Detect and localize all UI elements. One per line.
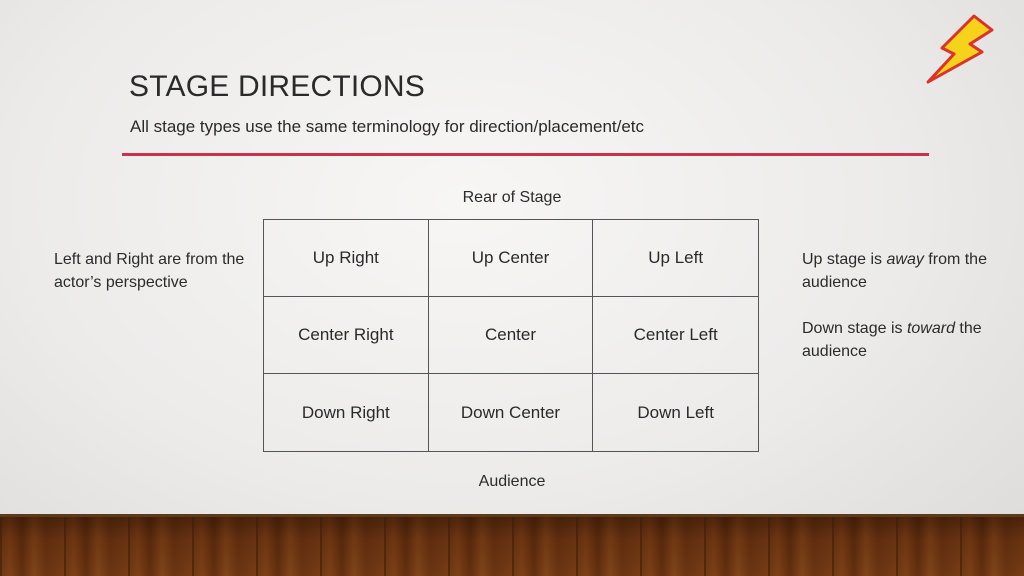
perspective-note: Left and Right are from the actor’s pers… <box>54 251 245 291</box>
downstage-note: Down stage is toward the audience <box>802 317 992 363</box>
grid-cell-down-right: Down Right <box>264 374 429 451</box>
grid-cell-up-left: Up Left <box>593 220 758 297</box>
grid-cell-down-center: Down Center <box>429 374 594 451</box>
wood-floor <box>0 514 1024 576</box>
lightning-bolt-icon <box>926 14 994 84</box>
floor-edge <box>0 514 1024 517</box>
slide-subtitle: All stage types use the same terminology… <box>130 117 645 136</box>
grid-cell-up-right: Up Right <box>264 220 429 297</box>
downstage-note-text-end: the audience <box>802 320 982 360</box>
grid-cell-down-left: Down Left <box>637 402 714 422</box>
upstage-note: Up stage is away from the audience <box>802 248 992 294</box>
grid-cell-center-right: Center Right <box>264 297 429 374</box>
title-divider <box>122 153 929 156</box>
grid-cell-up-center: Up Center <box>428 220 594 297</box>
direction-notes: Up stage is away from the audience Down … <box>802 248 992 386</box>
upstage-note-text-end: from the audience <box>802 251 987 291</box>
rear-of-stage-label: Rear of Stage <box>462 189 562 206</box>
grid-cell-center: Center <box>428 297 594 374</box>
grid-cell-center-left: Center Left <box>593 297 758 374</box>
upstage-note-emphasis: away <box>886 251 924 268</box>
downstage-note-text: Down stage is <box>802 320 907 337</box>
upstage-note-text: Up stage is <box>802 251 887 268</box>
audience-label: Audience <box>478 473 546 490</box>
downstage-note-emphasis: toward <box>906 320 955 337</box>
stage-grid: Up Right Up Center Up Left Center Right … <box>263 219 759 452</box>
slide-title: STAGE DIRECTIONS <box>129 70 426 103</box>
